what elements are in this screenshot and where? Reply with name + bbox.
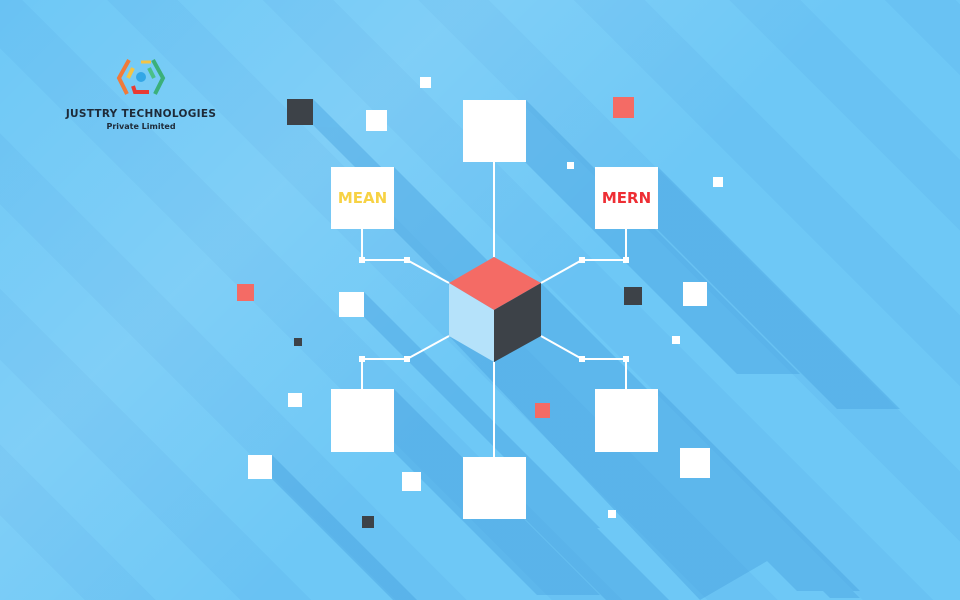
node-top (463, 100, 526, 162)
logo-subtitle: Private Limited (106, 122, 176, 131)
node-bottom (463, 457, 526, 519)
node-mean (331, 167, 394, 229)
node-boxes (331, 100, 658, 519)
company-logo: JUSTTRY TECHNOLOGIES Private Limited (56, 56, 226, 131)
long-shadows (248, 99, 900, 600)
node-bottom-right (595, 389, 658, 452)
logo-title: JUSTTRY TECHNOLOGIES (65, 108, 217, 120)
node-bottom-left (331, 389, 394, 452)
mean-label: MEAN (338, 189, 387, 207)
mern-label: MERN (602, 189, 651, 207)
connector-lines (361, 162, 627, 457)
node-mern (595, 167, 658, 229)
connector-joints (359, 257, 629, 362)
central-cube (449, 257, 541, 362)
decorative-squares (237, 77, 723, 528)
logo-hexagon-icon (116, 59, 166, 95)
